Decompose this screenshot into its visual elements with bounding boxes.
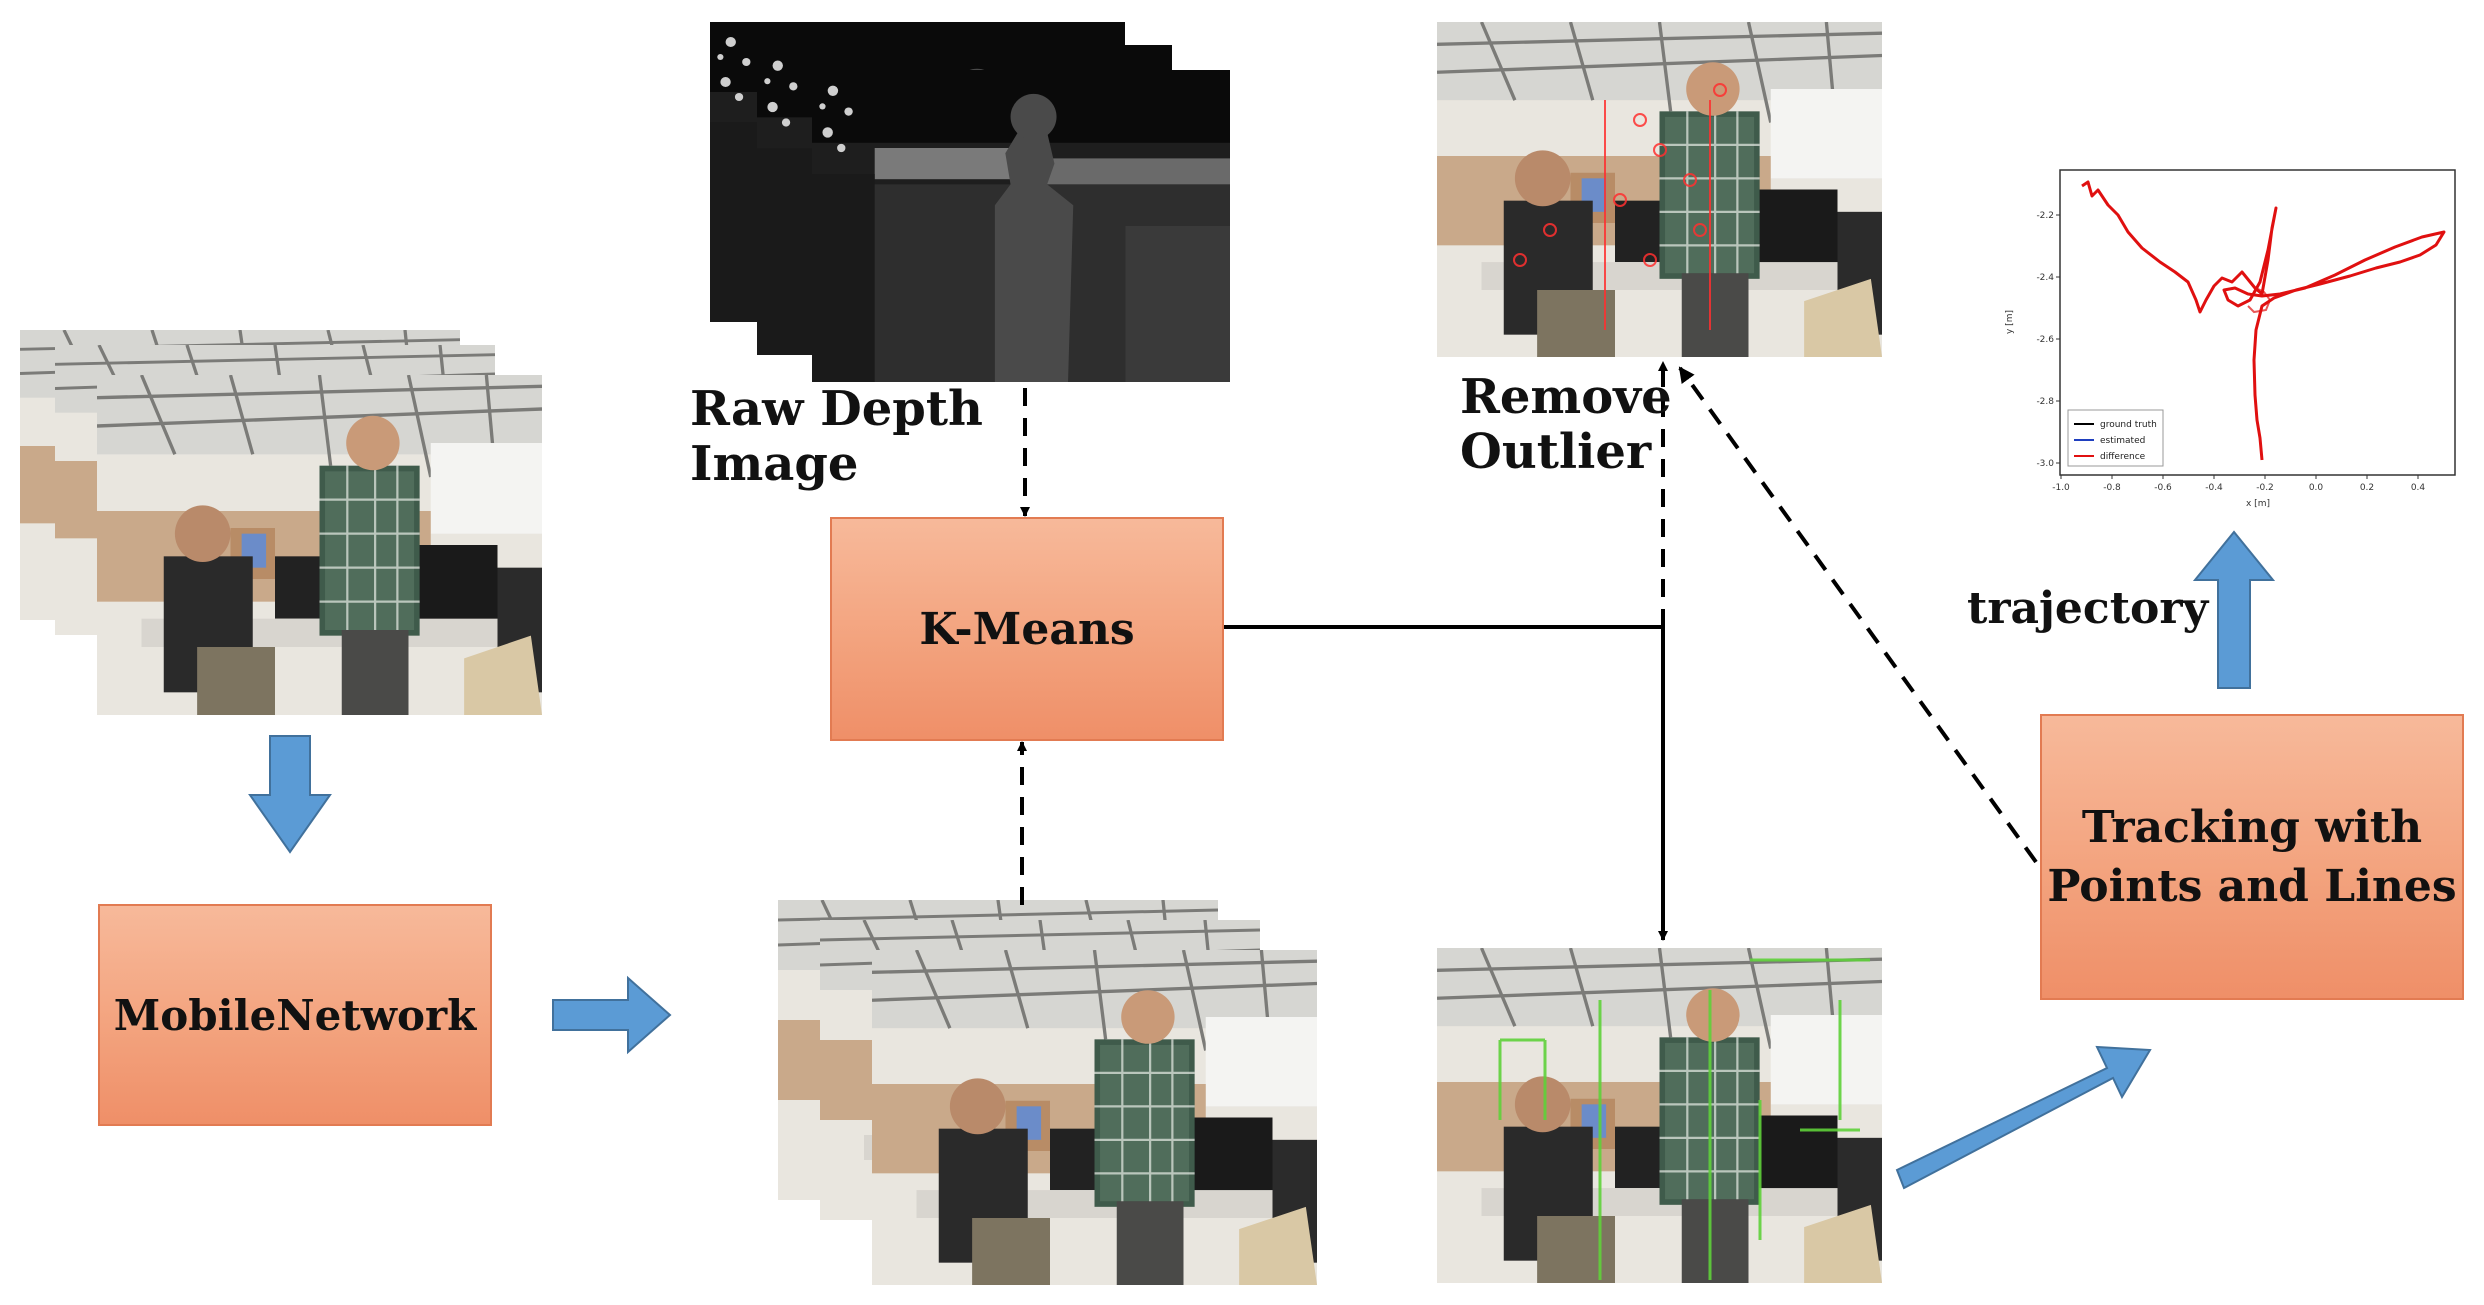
seg-frame-front [872,950,1317,1285]
depth-frame-front [812,70,1230,382]
tracking-box: Tracking with Points and Lines [2040,714,2464,1000]
raw-depth-label-line1: Raw Depth [690,381,983,437]
input-rgb-stack [20,330,542,715]
x-tick-label: -0.8 [2103,483,2121,493]
mobilenet-to-segmented-arrow [552,975,672,1055]
trajectory-label: trajectory [1967,583,2209,634]
tracking-label-line2: Points and Lines [2047,861,2457,912]
input-frame-front [97,375,542,715]
kmeans-label: K-Means [919,603,1135,655]
legend-label: ground truth [2100,420,2157,430]
features-to-tracking-arrow [1895,1045,2152,1190]
raw-depth-label-line2: Image [690,436,859,493]
plot-y-axis-label: y [m] [2005,310,2015,334]
remove-outlier-label: Remove Outlier [1460,369,1672,481]
y-tick-labels: -2.2 -2.4 -2.6 -2.8 -3.0 [2036,211,2060,469]
tracking-label-line1: Tracking with [2081,801,2423,853]
legend-label: difference [2100,452,2146,462]
x-tick-labels: -1.0 -0.8 -0.6 -0.4 -0.2 0.0 0.2 0.4 [2052,475,2425,493]
plot-x-axis-label: x [m] [2246,499,2270,509]
raw-depth-label: Raw Depth Image [690,381,983,493]
x-tick-label: 0.0 [2309,483,2324,493]
y-tick-label: -3.0 [2036,459,2054,469]
x-tick-label: -0.6 [2154,483,2172,493]
y-tick-label: -2.6 [2036,335,2054,345]
x-tick-label: -0.2 [2256,483,2274,493]
depth-image-stack [710,22,1230,382]
remove-outlier-label-line2: Outlier [1460,424,1652,481]
remove-outlier-image [1437,22,1882,357]
remove-outlier-label-line1: Remove [1460,369,1672,425]
input-to-mobilenet-arrow [248,735,332,854]
x-tick-label: -0.4 [2205,483,2223,493]
y-tick-label: -2.4 [2036,273,2054,283]
legend-label: estimated [2100,436,2145,446]
segmented-stack [778,900,1317,1285]
x-tick-label: -1.0 [2052,483,2070,493]
feature-image [1437,948,1882,1283]
tracking-to-remove-outlier-arrow [1678,366,2038,864]
plot-legend: ground truth estimated difference [2067,409,2164,467]
mobilenetwork-label: MobileNetwork [113,990,477,1040]
mobilenetwork-box: MobileNetwork [98,904,492,1126]
y-tick-label: -2.8 [2036,397,2054,407]
y-tick-label: -2.2 [2036,211,2054,221]
trajectory-curve [2081,180,2446,461]
kmeans-box: K-Means [830,517,1224,741]
x-tick-label: 0.4 [2411,483,2426,493]
tracking-to-trajectory-arrow [2192,530,2276,689]
trajectory-plot: -2.2 -2.4 -2.6 -2.8 -3.0 -1.0 -0.8 -0.6 -0.4 -0.… [2000,115,2470,515]
x-tick-label: 0.2 [2360,483,2374,493]
